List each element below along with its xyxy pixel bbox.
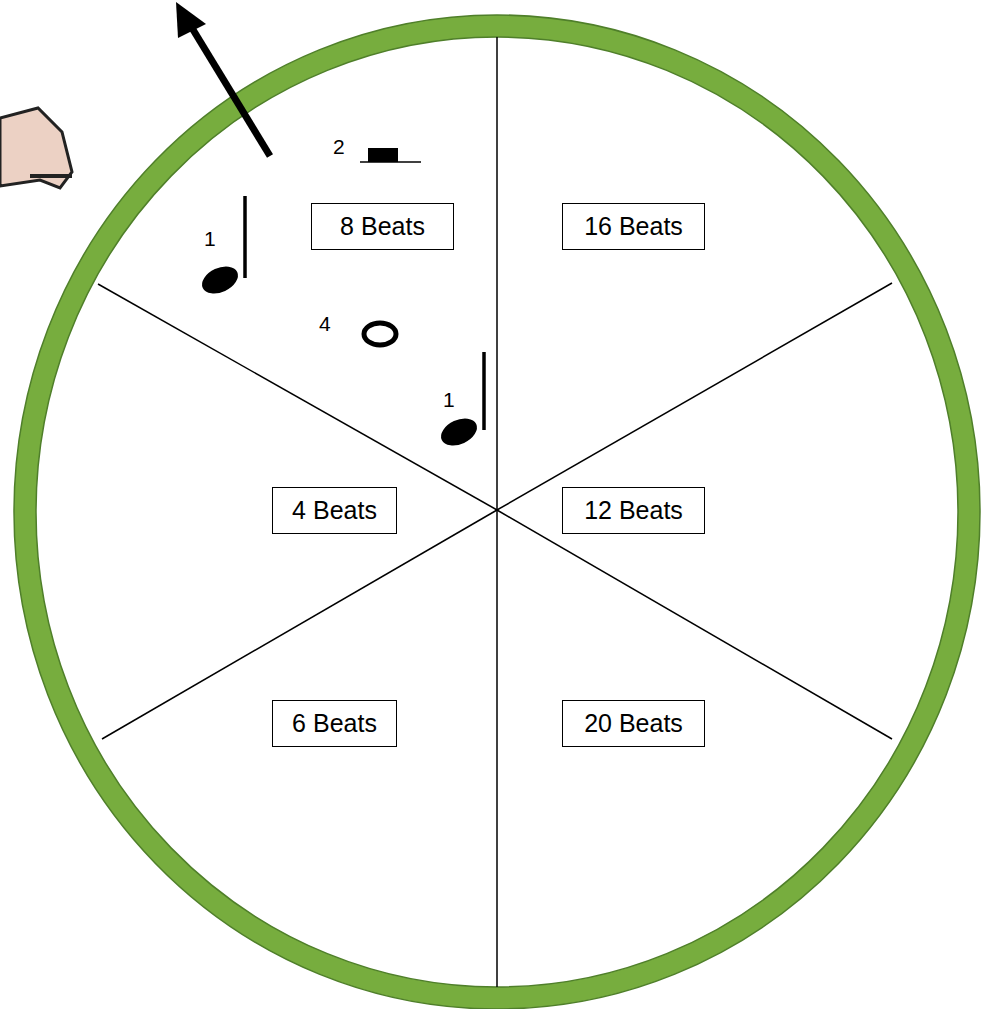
spinner-rim (25, 26, 969, 998)
beats-text: 12 Beats (584, 496, 683, 525)
beats-box: 12 Beats (562, 487, 705, 534)
beats-box: 6 Beats (272, 700, 397, 747)
sector-lines (98, 37, 892, 987)
beats-box: 4 Beats (272, 487, 397, 534)
beats-box: 8 Beats (311, 203, 454, 250)
rim-outline (36, 37, 958, 987)
quarter-note (198, 196, 245, 299)
beats-text: 6 Beats (292, 709, 377, 738)
beats-text: 8 Beats (340, 212, 425, 241)
beats-box: 16 Beats (562, 203, 705, 250)
quarter-note (437, 352, 484, 451)
spinner-arrow (176, 2, 270, 156)
whole-note (364, 323, 396, 345)
half-rest (360, 148, 421, 162)
beats-text: 4 Beats (292, 496, 377, 525)
beats-box: 20 Beats (562, 700, 705, 747)
note-count: 1 (204, 228, 216, 249)
hand (0, 108, 72, 188)
note-count: 4 (319, 313, 331, 334)
rim-outline (14, 15, 980, 1009)
beats-text: 16 Beats (584, 212, 683, 241)
note-count: 1 (443, 389, 455, 410)
note-count: 2 (333, 136, 345, 157)
beats-text: 20 Beats (584, 709, 683, 738)
